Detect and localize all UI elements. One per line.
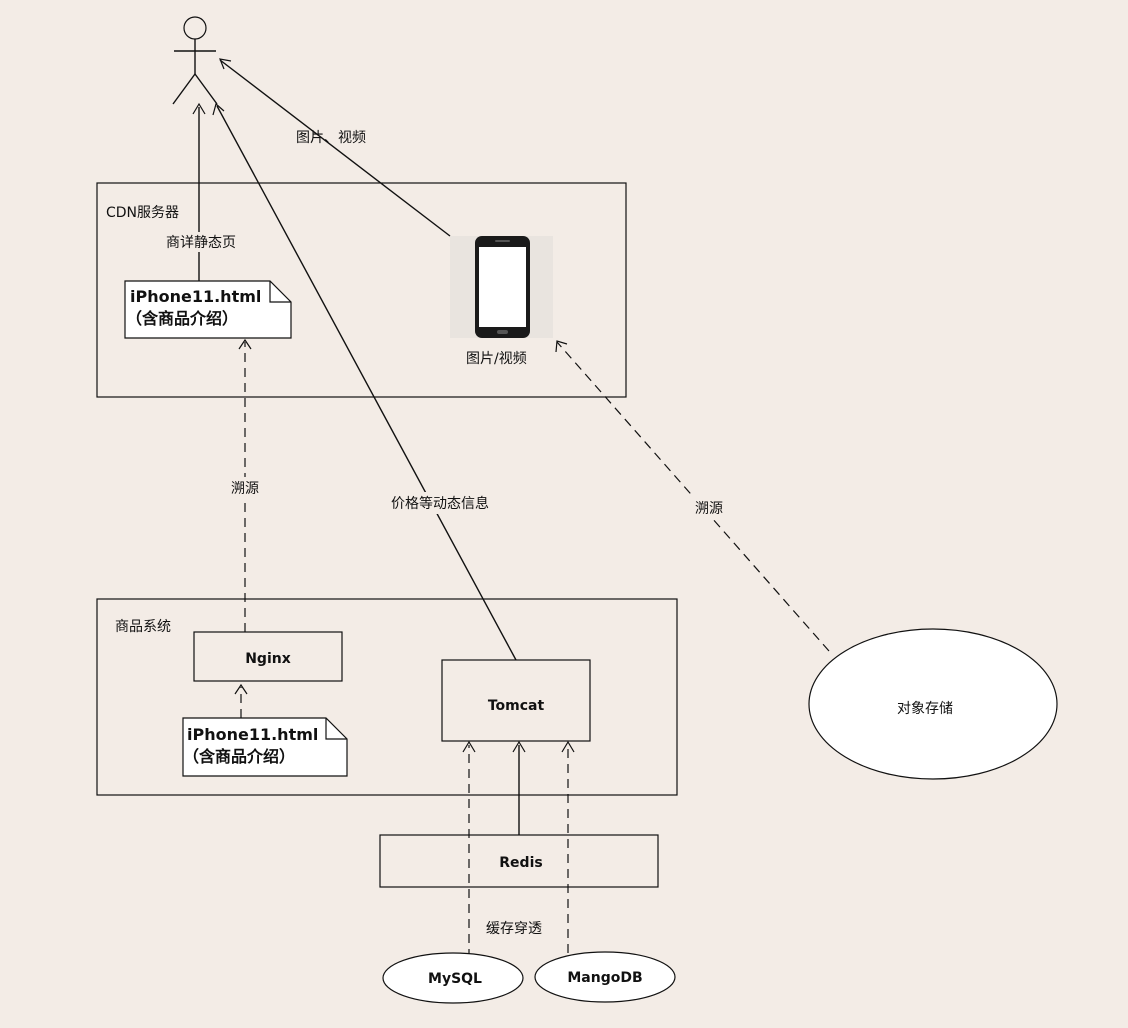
cdn-file-name: iPhone11.html: [130, 287, 261, 306]
system-html-file-note: [182, 717, 348, 777]
mysql-to-tomcat-arrowhead: [462, 740, 476, 753]
redis-label: Redis: [499, 855, 542, 871]
cdn-file-desc: （含商品介绍）: [126, 309, 238, 328]
system-file-name: iPhone11.html: [187, 725, 318, 744]
nginx-label: Nginx: [245, 651, 291, 667]
nginx-node: [193, 631, 343, 682]
dynamic-info-edge: [216, 105, 517, 661]
object-storage-label: 对象存储: [897, 701, 953, 717]
storage-origin-label: 溯源: [695, 501, 723, 517]
dynamic-info-label: 价格等动态信息: [391, 495, 489, 512]
cache-penetration-label: 缓存穿透: [486, 921, 542, 937]
mysql-node: [382, 952, 524, 1004]
media-label: 图片/视频: [466, 351, 527, 367]
media-arrowhead: [219, 58, 232, 70]
storage-origin-edge: [556, 341, 830, 652]
media-edge-label: 图片、视频: [296, 130, 366, 146]
redis-to-tomcat-arrowhead: [512, 740, 526, 753]
mangodb-label: MangoDB: [567, 970, 642, 986]
cdn-server-title: CDN服务器: [106, 205, 179, 221]
dynamic-info-arrowhead: [212, 102, 225, 116]
static-page-arrowhead: [192, 102, 206, 115]
cdn-origin-label: 溯源: [231, 481, 259, 497]
static-page-label: 商详静态页: [166, 235, 236, 251]
tomcat-label: Tomcat: [488, 698, 545, 714]
file-to-nginx-arrowhead: [234, 683, 248, 695]
phone-icon: [450, 236, 553, 338]
cdn-html-file-note: [124, 280, 292, 339]
user-actor-icon: [172, 16, 218, 105]
mangodb-to-tomcat-arrowhead: [561, 740, 575, 753]
system-file-desc: （含商品介绍）: [183, 747, 295, 766]
media-edge: [219, 59, 451, 237]
cdn-origin-arrowhead: [238, 338, 252, 350]
mangodb-node: [534, 951, 676, 1003]
storage-origin-arrowhead: [555, 340, 568, 353]
mysql-label: MySQL: [428, 971, 482, 987]
tomcat-node: [441, 659, 591, 742]
product-system-box: [96, 598, 678, 796]
product-system-title: 商品系统: [115, 619, 171, 635]
object-storage-node: [808, 628, 1058, 780]
cdn-server-box: [96, 182, 627, 398]
